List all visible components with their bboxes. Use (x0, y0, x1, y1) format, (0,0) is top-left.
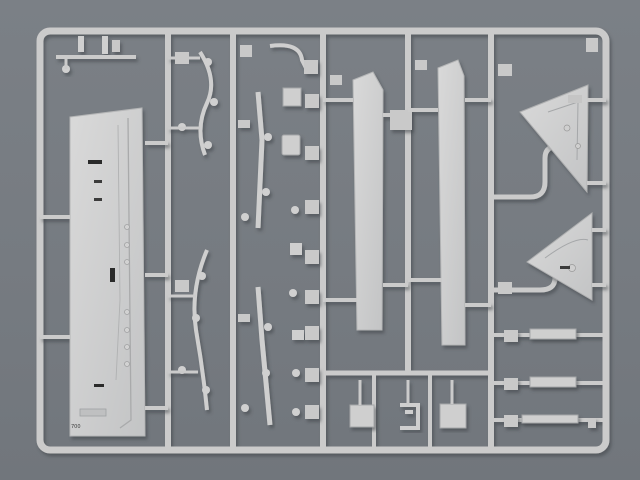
rivet-detail (124, 259, 130, 265)
thin-shaft-parts (238, 91, 273, 426)
panel-slot (94, 180, 102, 183)
rivet-detail (124, 242, 130, 248)
panel-slot (88, 160, 102, 164)
bent-rod-parts (168, 50, 218, 411)
rivet-detail (124, 344, 130, 350)
right-small-bar-parts (504, 328, 596, 428)
small-detail-parts (269, 43, 319, 419)
part-number-tag: 700 (71, 424, 81, 430)
rivet-detail (124, 309, 130, 315)
frame-attachment-tabs (175, 38, 598, 294)
panel-slot (94, 384, 104, 387)
rivet-detail (124, 361, 130, 367)
rivet-detail (124, 327, 130, 333)
rivet-detail (124, 224, 130, 230)
panel-slot (94, 198, 102, 201)
right-curved-runner (488, 143, 558, 200)
triangular-gusset-parts (519, 84, 606, 301)
top-left-small-parts (56, 36, 136, 73)
bottom-bracket-parts (349, 380, 467, 430)
panel-hatch (110, 268, 115, 282)
long-bar-parts (323, 59, 491, 346)
long-side-panel-part: 700 (40, 107, 168, 437)
